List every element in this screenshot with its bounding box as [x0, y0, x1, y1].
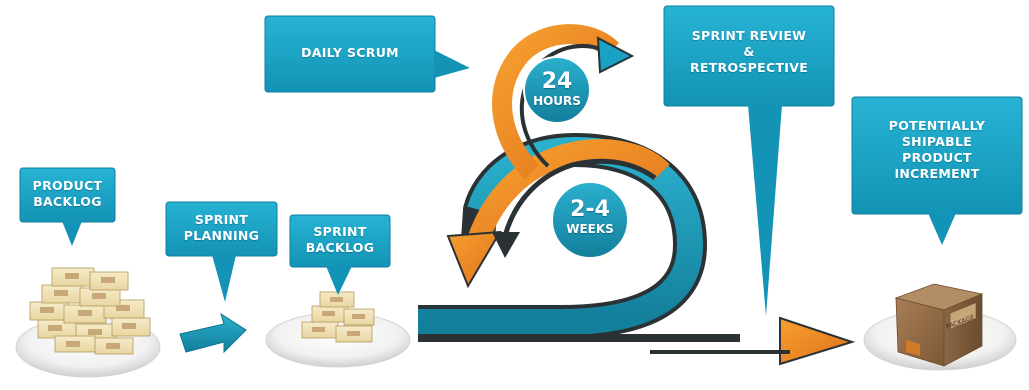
planning-arrow: [179, 312, 247, 354]
product-backlog-label: PRODUCT BACKLOG: [20, 178, 115, 210]
daily-arrowhead: [596, 36, 635, 74]
callout-sprint-backlog: [289, 214, 391, 295]
sprint-cycle-circle: [551, 181, 629, 259]
product-backlog-line-1: PRODUCT: [32, 178, 103, 193]
sprint-backlog-line-2: BACKLOG: [305, 240, 375, 255]
daily-cycle-label: 24 HOURS: [524, 69, 590, 109]
callout-daily-scrum: [264, 15, 470, 93]
increment-line-4: INCREMENT: [894, 166, 980, 181]
sprint-cycle-unit: WEEKS: [566, 222, 614, 236]
daily-cycle-orange: [492, 24, 620, 180]
sprint-review-line-1: SPRINT REVIEW: [691, 28, 807, 43]
callout-sprint-review: [663, 5, 835, 316]
sprint-review-label: SPRINT REVIEW & RETROSPECTIVE: [664, 28, 834, 76]
product-backlog-boxes: [29, 267, 151, 355]
daily-cycle-unit: HOURS: [533, 94, 581, 108]
increment-line-1: POTENTIALLY: [888, 118, 986, 133]
product-backlog-line-2: BACKLOG: [33, 194, 102, 209]
daily-cycle-circle: [523, 56, 591, 124]
sprint-backlog-line-1: SPRINT: [313, 224, 367, 239]
sprint-orange-arc: [467, 139, 670, 244]
increment-line-3: PRODUCT: [902, 150, 972, 165]
sprint-review-line-2: &: [743, 44, 755, 59]
sprint-planning-line-1: SPRINT: [194, 212, 249, 227]
callout-sprint-planning: [165, 201, 278, 302]
sprint-planning-line-2: PLANNING: [183, 228, 260, 243]
callout-product-backlog: [19, 167, 116, 246]
sprint-backlog-boxes: [301, 291, 375, 343]
sprint-inner-arrowhead: [492, 232, 520, 258]
sprint-inner-curve: [502, 158, 657, 237]
sprint-cycle-value: 2-4: [570, 197, 610, 222]
daily-cycle-value: 24: [541, 69, 573, 94]
output-arrowhead: [779, 316, 856, 366]
increment-label: POTENTIALLY SHIPABLE PRODUCT INCREMENT: [852, 118, 1022, 182]
daily-scrum-label: DAILY SCRUM: [265, 45, 435, 61]
sprint-review-line-3: RETROSPECTIVE: [689, 60, 809, 75]
sprint-backlog-label: SPRINT BACKLOG: [290, 224, 390, 256]
increment-line-2: SHIPABLE: [901, 134, 973, 149]
callout-increment: [851, 96, 1023, 245]
sprint-planning-label: SPRINT PLANNING: [166, 212, 277, 244]
sprint-arrowhead: [446, 230, 502, 289]
daily-scrum-line-1: DAILY SCRUM: [301, 45, 399, 60]
package-box: PACKAGE: [894, 283, 984, 367]
sprint-cycle-label: 2-4 WEEKS: [552, 197, 628, 237]
